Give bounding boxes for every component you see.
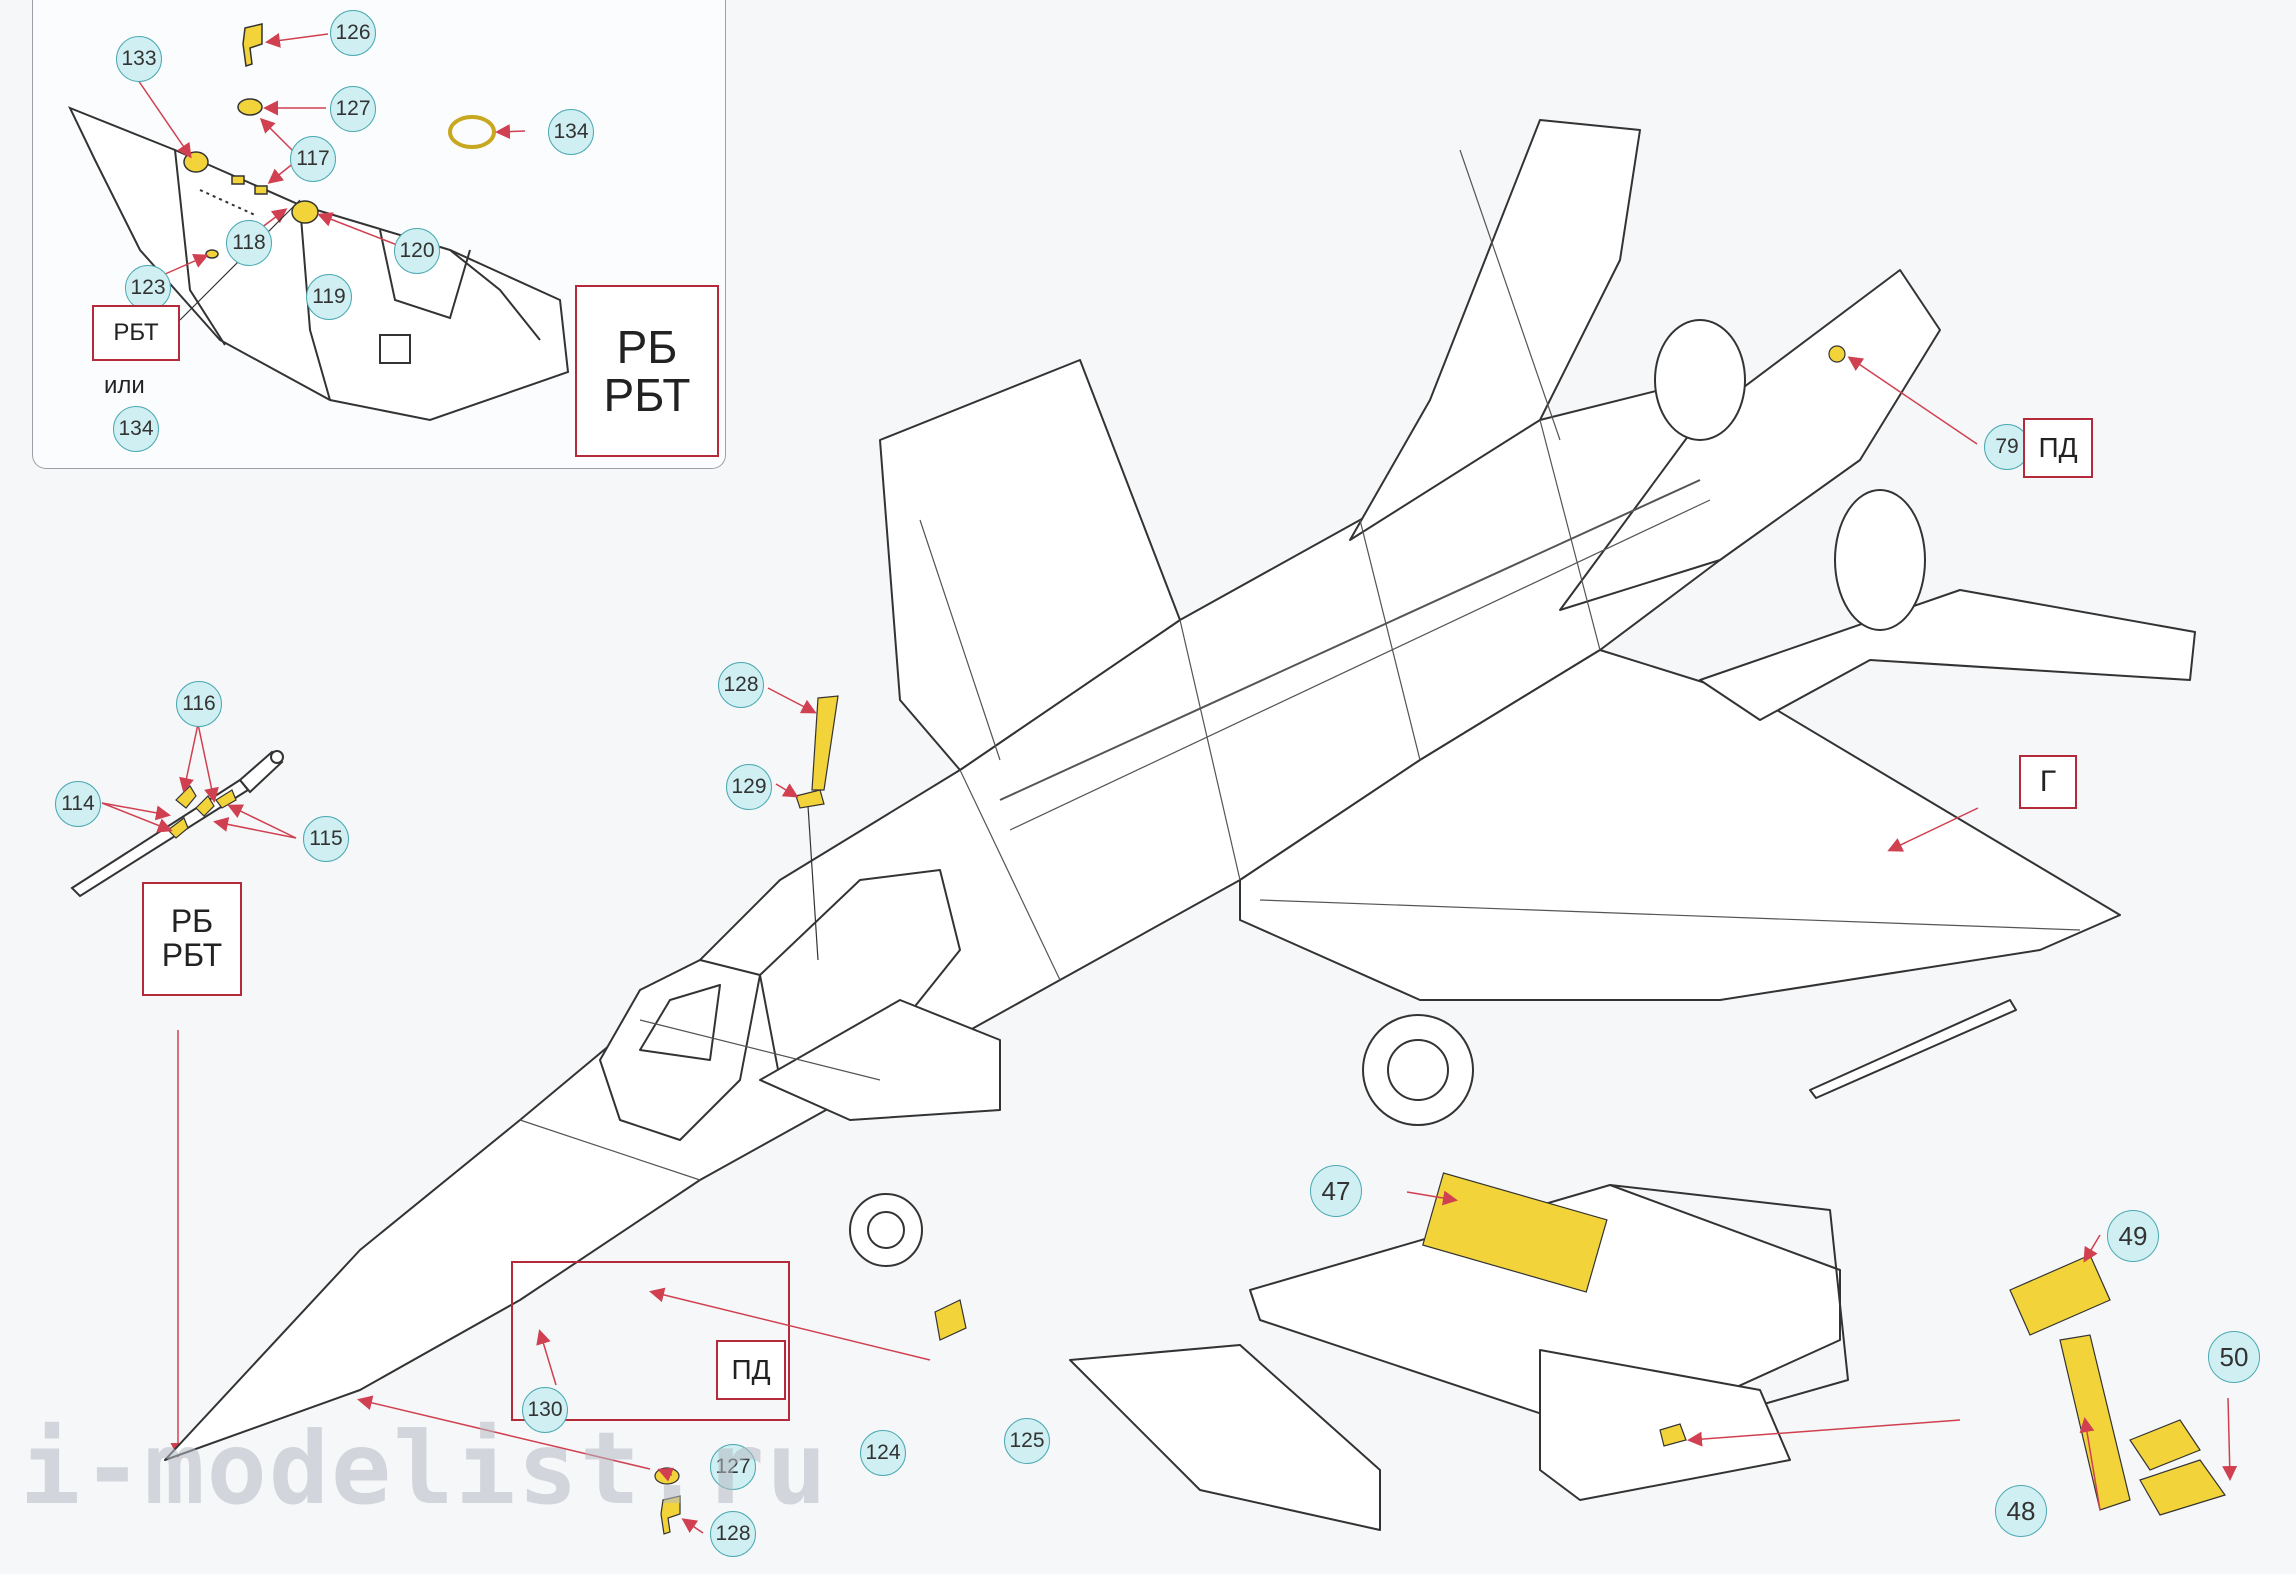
inset-nose-drawing — [67, 106, 570, 422]
inset-variant-box: РБ РБТ — [575, 285, 719, 457]
inset-variant-line-2: РБТ — [603, 369, 691, 421]
tail-pd-label: ПД — [2038, 432, 2078, 464]
callout-47: 47 — [1310, 1165, 1362, 1217]
pitot-leaders — [101, 723, 297, 839]
part-128-aerial — [811, 695, 839, 791]
callout-126: 126 — [330, 10, 376, 56]
part-47-mesh — [1422, 1172, 1608, 1293]
callout-50: 50 — [2208, 1331, 2260, 1383]
pitot-variant-line-1: РБ — [170, 903, 214, 940]
pitot-variant-line-2: РБТ — [161, 937, 223, 973]
callout-79: 79 — [1984, 424, 2030, 470]
callout-117: 117 — [290, 136, 336, 182]
aircraft-drawing — [164, 119, 2196, 1461]
g-box: Г — [2019, 755, 2077, 809]
pitot-parts — [167, 785, 237, 839]
detail-panel-drawing — [1069, 1184, 1849, 1531]
callout-130: 130 — [522, 1387, 568, 1433]
inset-parts — [183, 23, 496, 259]
callout-124: 124 — [860, 1430, 906, 1476]
g-box-label: Г — [2039, 765, 2057, 799]
callout-125: 125 — [1004, 1418, 1050, 1464]
callout-128-top: 128 — [718, 662, 764, 708]
callout-114: 114 — [55, 781, 101, 827]
callout-123: 123 — [125, 265, 171, 311]
callout-128-bottom: 128 — [710, 1511, 756, 1557]
callout-49: 49 — [2107, 1210, 2159, 1262]
inset-variant-line-1: РБ — [616, 320, 678, 373]
pitot-variant-box: РБ РБТ — [142, 882, 242, 996]
tail-pd-box: ПД — [2023, 418, 2093, 478]
inset-alt-box: РБТ — [92, 305, 180, 361]
callout-134: 134 — [548, 109, 594, 155]
callout-133: 133 — [116, 36, 162, 82]
callout-118: 118 — [226, 220, 272, 266]
callout-116: 116 — [176, 681, 222, 727]
nose-pd-label: ПД — [731, 1354, 771, 1386]
part-right-parts — [934, 1254, 2226, 1516]
nose-pd-box: ПД — [716, 1340, 786, 1400]
callout-127-main: 127 — [710, 1444, 756, 1490]
watermark: i-modelist.ru — [20, 1410, 829, 1527]
aircraft-detail-lines — [519, 149, 2081, 1181]
callout-115: 115 — [303, 816, 349, 862]
callout-120: 120 — [394, 228, 440, 274]
callout-129: 129 — [726, 764, 772, 810]
inset-or-text: или — [104, 372, 145, 399]
part-129-base — [795, 789, 825, 809]
callout-119: 119 — [306, 274, 352, 320]
callout-134-alt: 134 — [113, 406, 159, 452]
callout-127: 127 — [330, 86, 376, 132]
inset-alt-box-label: РБТ — [113, 319, 159, 347]
tail-decal — [1828, 345, 1846, 363]
callout-48: 48 — [1995, 1485, 2047, 1537]
main-leaders — [357, 356, 2238, 1534]
